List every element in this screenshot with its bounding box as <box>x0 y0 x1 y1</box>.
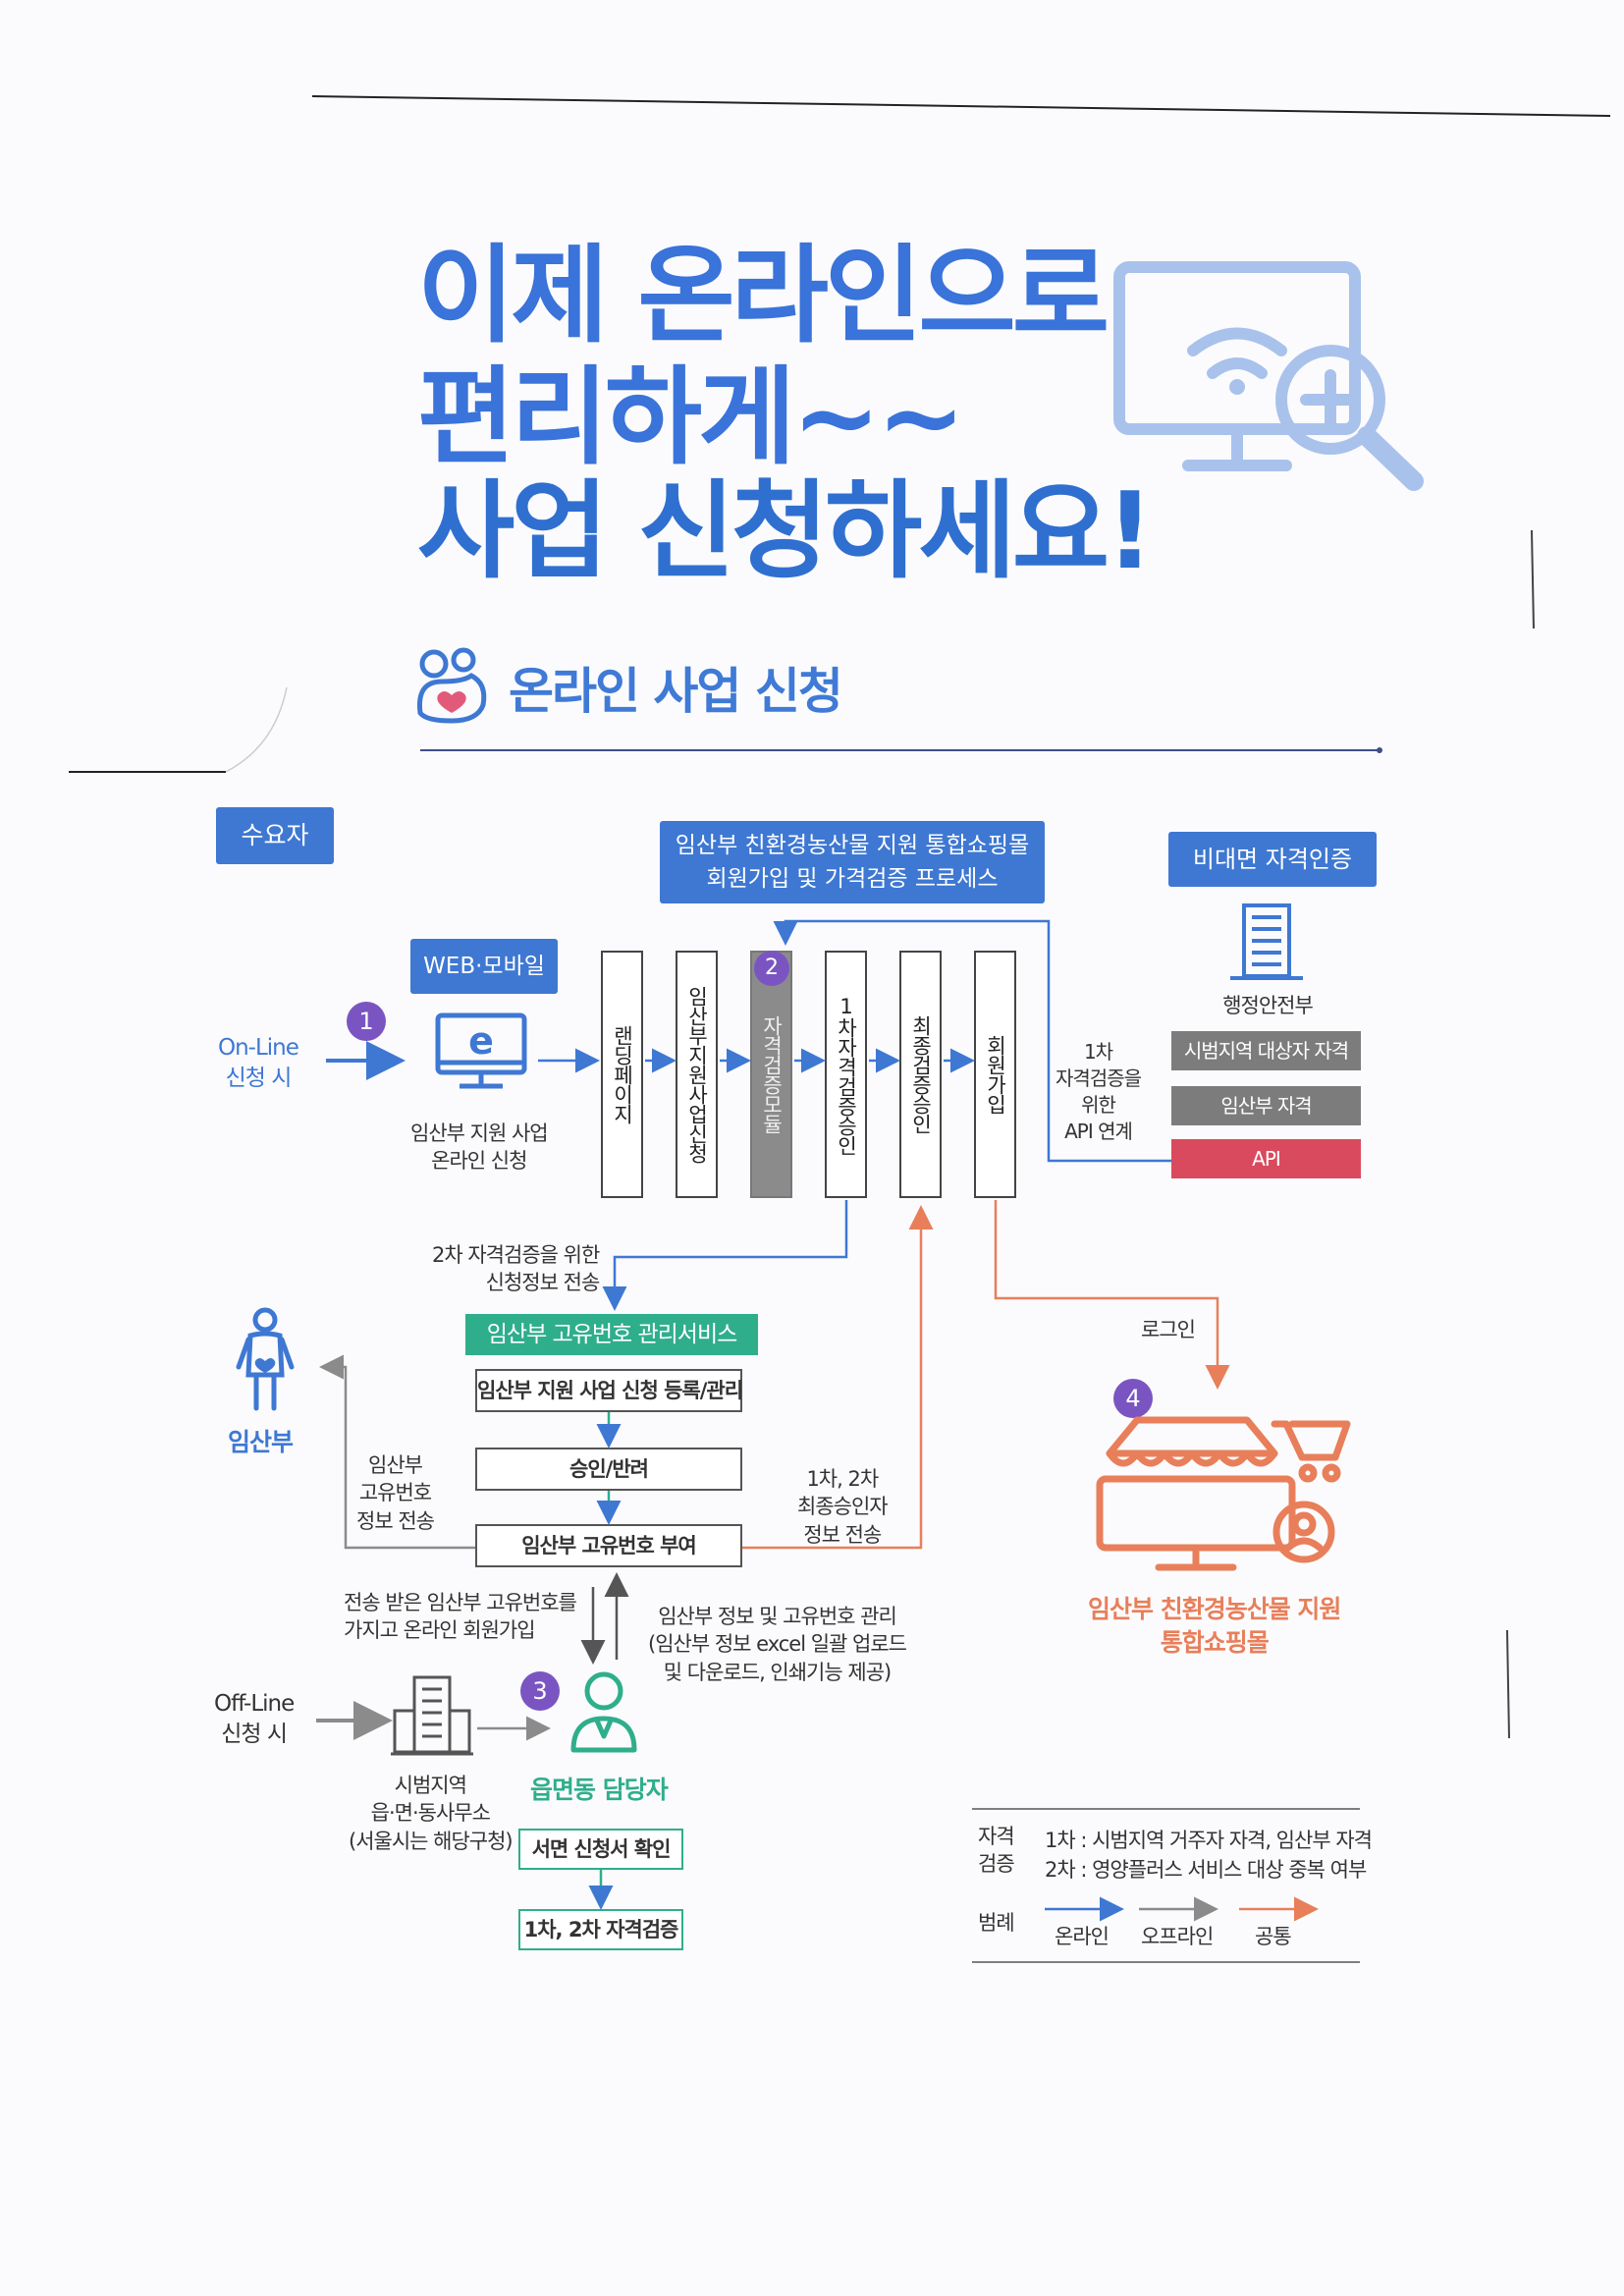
heading-line-1: 이제 온라인으로 <box>417 235 1110 357</box>
heading-line-2: 편리하게~~ <box>417 356 965 479</box>
computer-e-icon: e <box>435 1012 527 1089</box>
approve-box: 승인/반려 <box>475 1448 742 1491</box>
online-label: On-Line 신청 시 <box>218 1033 299 1094</box>
final-approver-note: 1차, 2차 최종승인자 정보 전송 <box>797 1465 889 1549</box>
transfer-note-line-1: 2차 자격검증을 위한 <box>432 1243 600 1267</box>
legend-common: 공통 <box>1255 1925 1292 1948</box>
api-link-note: 1차 자격검증을 위한 API 연계 <box>1056 1039 1142 1145</box>
legend-qual-2: 2차 : 영양플러스 서비스 대상 중복 여부 <box>1045 1858 1367 1882</box>
process-col-signup: 회원가입 <box>974 951 1016 1198</box>
transfer-note: 2차 자격검증을 위한 신청정보 전송 <box>432 1241 601 1297</box>
online-label-line-2: 신청 시 <box>225 1066 293 1092</box>
section-title: 온라인 사업 신청 <box>509 663 843 720</box>
legend-qual-1: 1차 : 시범지역 거주자 자격, 임산부 자격 <box>1045 1829 1373 1852</box>
office-building-icon <box>391 1675 473 1756</box>
mall-label-line-2: 통합쇼핑몰 <box>1160 1627 1270 1657</box>
api-note-line-2: 자격검증을 <box>1056 1066 1142 1090</box>
manage-note: 임산부 정보 및 고유번호 관리 (임산부 정보 excel 일괄 업로드 및 … <box>648 1603 907 1686</box>
assign-number-box: 임산부 고유번호 부여 <box>475 1524 742 1567</box>
offline-label-line-2: 신청 시 <box>221 1722 288 1748</box>
final-note-line-3: 정보 전송 <box>803 1522 882 1547</box>
heading-line-3: 사업 신청하세요! <box>417 470 1154 593</box>
process-col-verify-module: 자격검증모듈 <box>750 951 792 1198</box>
register-box: 임산부 지원 사업 신청 등록/관리 <box>475 1369 743 1412</box>
office-line-1: 시범지역 <box>394 1774 467 1797</box>
svg-text:e: e <box>468 1019 494 1063</box>
pregnant-label: 임산부 <box>228 1428 294 1456</box>
legend-online: 온라인 <box>1055 1925 1110 1948</box>
consumer-tag: 수요자 <box>216 807 334 864</box>
manage-note-line-3: 및 다운로드, 인쇄기능 제공) <box>663 1660 892 1684</box>
process-col-first-approval: 1차자격검증승인 <box>825 951 867 1198</box>
online-apply-line-2: 온라인 신청 <box>431 1149 527 1174</box>
office-line-3: (서울시는 해당구청) <box>349 1829 514 1853</box>
legend-qual-label-2: 검증 <box>978 1852 1015 1877</box>
office-line-2: 읍·면·동사무소 <box>370 1801 491 1826</box>
process-tag-line-2: 회원가입 및 가격검증 프로세스 <box>706 866 999 892</box>
ministry-item-pilot: 시범지역 대상자 자격 <box>1171 1031 1361 1070</box>
signup-note-line-2: 가지고 온라인 회원가입 <box>344 1618 536 1643</box>
online-apply-text: 임산부 지원 사업 온라인 신청 <box>410 1120 549 1175</box>
pregnant-woman-icon <box>236 1307 295 1411</box>
process-tag: 임산부 친환경농산물 지원 통합쇼핑몰 회원가입 및 가격검증 프로세스 <box>660 821 1045 903</box>
ministry-api-box: API <box>1171 1139 1361 1178</box>
pregnant-send-line-1: 임산부 <box>368 1453 423 1477</box>
process-col-landing: 랜딩페이지 <box>601 951 643 1198</box>
process-tag-line-1: 임산부 친환경농산물 지원 통합쇼핑몰 <box>675 833 1030 858</box>
staff-person-icon <box>570 1671 637 1753</box>
staff-label: 읍면동 담당자 <box>530 1776 669 1804</box>
nonface-auth-tag: 비대면 자격인증 <box>1168 832 1377 887</box>
online-apply-line-1: 임산부 지원 사업 <box>410 1121 549 1145</box>
mother-baby-icon <box>416 647 487 724</box>
building-icon <box>1230 903 1303 980</box>
process-col-apply: 임산부지원사업신청 <box>676 951 718 1198</box>
legend-offline: 오프라인 <box>1141 1925 1214 1948</box>
pregnant-send-note: 임산부 고유번호 정보 전송 <box>356 1451 435 1535</box>
api-note-line-3: 위한 <box>1081 1093 1116 1117</box>
legend-qual-label: 자격 검증 <box>978 1823 1015 1879</box>
transfer-note-line-2: 신청정보 전송 <box>485 1271 601 1295</box>
offline-label-line-1: Off-Line <box>214 1691 295 1717</box>
pregnant-send-line-3: 정보 전송 <box>356 1508 435 1533</box>
final-note-line-2: 최종승인자 <box>797 1495 889 1519</box>
unique-service-title: 임산부 고유번호 관리서비스 <box>465 1314 758 1355</box>
step-1-badge: 1 <box>347 1002 386 1041</box>
ministry-name: 행정안전부 <box>1222 994 1314 1017</box>
offline-label: Off-Line 신청 시 <box>214 1689 295 1750</box>
api-note-line-4: API 연계 <box>1064 1120 1133 1143</box>
mall-label: 임산부 친환경농산물 지원 통합쇼핑몰 <box>1088 1593 1341 1660</box>
signup-note: 전송 받은 임산부 고유번호를 가지고 온라인 회원가입 <box>344 1589 577 1645</box>
signup-note-line-1: 전송 받은 임산부 고유번호를 <box>344 1591 577 1614</box>
office-text: 시범지역 읍·면·동사무소 (서울시는 해당구청) <box>349 1772 514 1855</box>
confirm-form-box: 서면 신청서 확인 <box>518 1829 683 1870</box>
step-2-badge: 2 <box>754 951 789 986</box>
legend-label: 범례 <box>978 1911 1015 1935</box>
step-3-badge: 3 <box>520 1671 560 1711</box>
ministry-item-pregnant: 임산부 자격 <box>1171 1086 1361 1125</box>
pregnant-send-line-2: 고유번호 <box>358 1481 432 1505</box>
verify-box: 1차, 2차 자격검증 <box>518 1909 683 1950</box>
monitor-search-icon <box>1113 261 1424 491</box>
mall-label-line-1: 임산부 친환경농산물 지원 <box>1088 1595 1341 1623</box>
legend-qual-label-1: 자격 <box>978 1825 1015 1848</box>
step-4-badge: 4 <box>1113 1379 1153 1418</box>
web-mobile-tag: WEB·모바일 <box>410 939 558 994</box>
manage-note-line-2: (임산부 정보 excel 일괄 업로드 <box>648 1632 907 1657</box>
final-note-line-1: 1차, 2차 <box>806 1467 879 1491</box>
api-note-line-1: 1차 <box>1083 1040 1113 1064</box>
login-label: 로그인 <box>1141 1318 1196 1341</box>
online-label-line-1: On-Line <box>218 1035 299 1061</box>
process-col-final-approval: 최종검증승인 <box>899 951 942 1198</box>
manage-note-line-1: 임산부 정보 및 고유번호 관리 <box>658 1605 897 1628</box>
online-store-icon <box>1096 1416 1351 1571</box>
